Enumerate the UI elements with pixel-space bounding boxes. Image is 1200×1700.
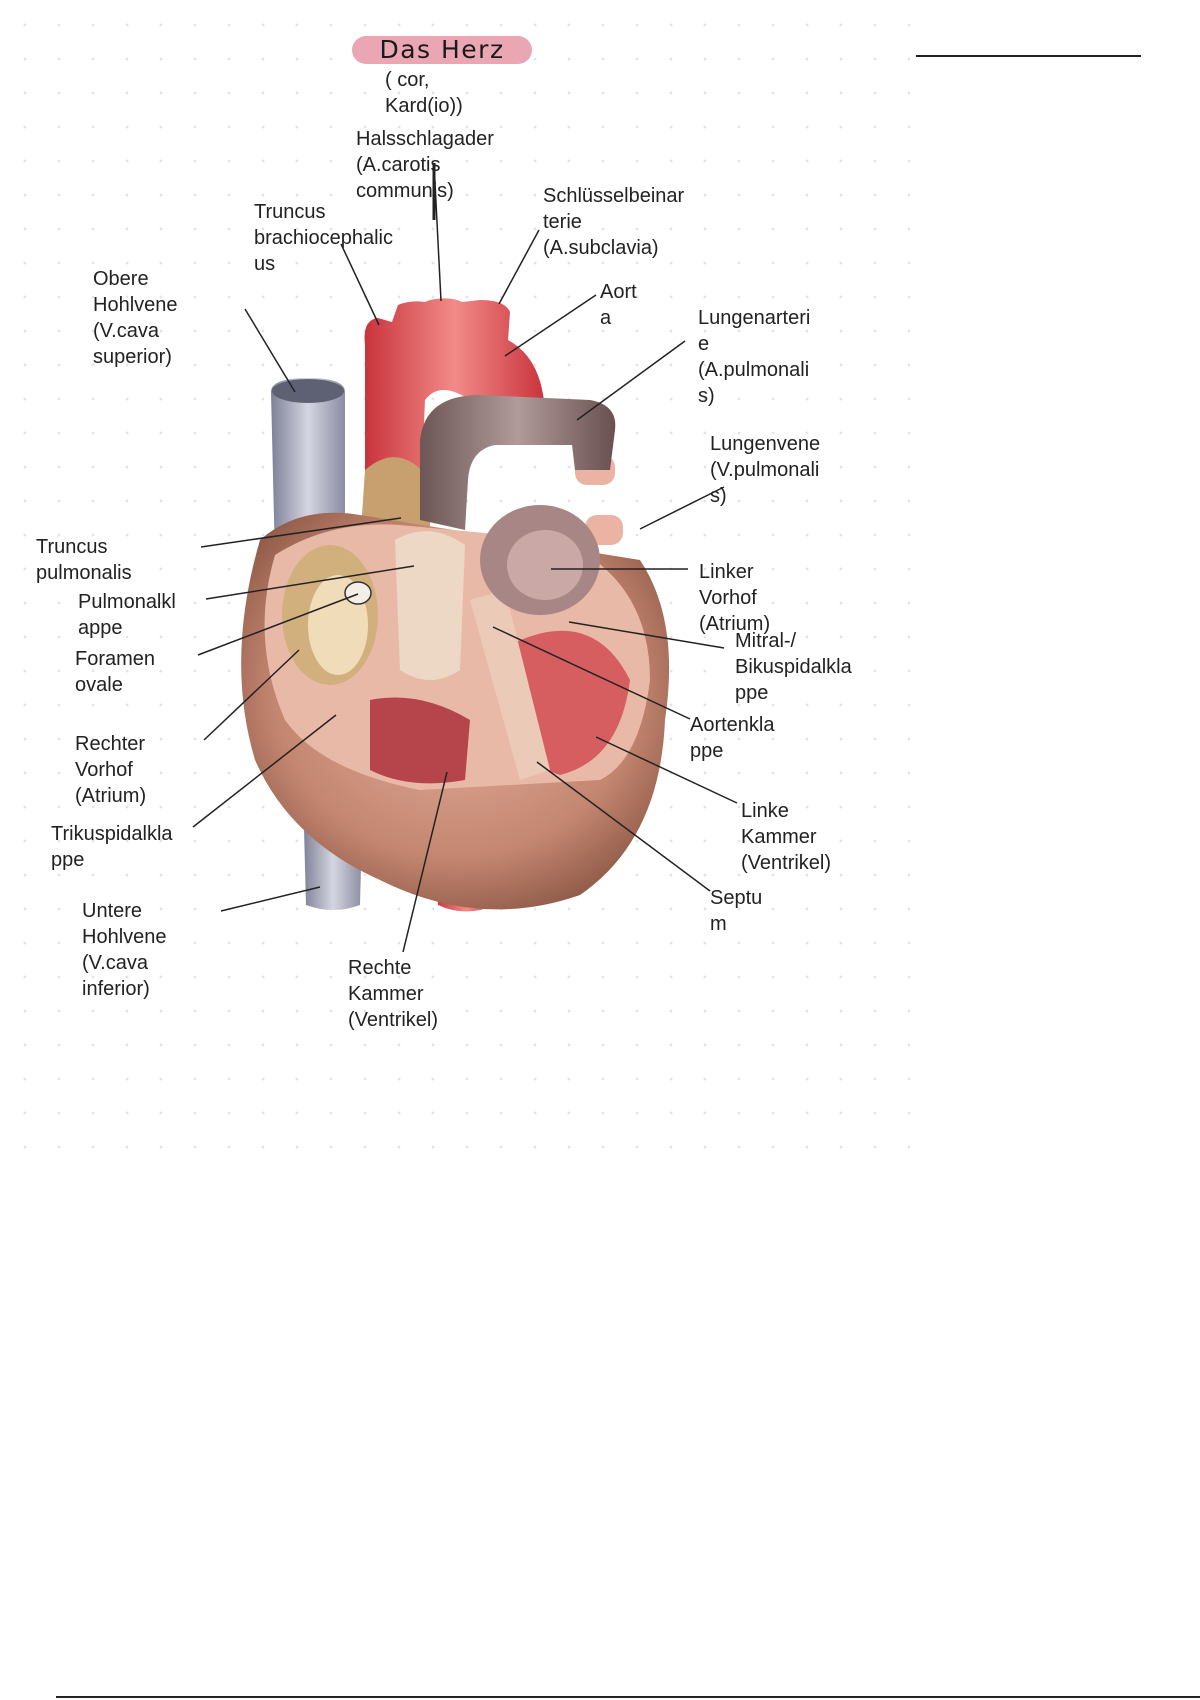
label-foramen-ovale: Foramen ovale: [75, 648, 156, 696]
page-title: Das Herz: [352, 36, 532, 64]
label-lungenarterie: Lungenarteri e (A.pulmonali s): [698, 307, 811, 407]
label-halsschlagader: Halsschlagader (A.carotis communis): [356, 128, 494, 202]
label-aortenklappe: Aortenkla ppe: [690, 714, 775, 762]
label-rechte-kammer: Rechte Kammer (Ventrikel): [348, 957, 439, 1031]
label-lungenvene: Lungenvene (V.pulmonali s): [710, 433, 821, 507]
pulmonary-artery: [420, 395, 616, 530]
label-trikuspidalklappe: Trikuspidalkla ppe: [51, 823, 173, 871]
label-aorta: Aort a: [600, 281, 637, 329]
septum: [470, 590, 550, 780]
subtitle-latin-names: ( cor, Kard(io)): [385, 69, 463, 117]
label-truncus-brachiocephalicus: Truncus brachiocephalic us: [254, 201, 393, 275]
leader-lines: [192, 162, 738, 953]
foramen-ovale-mark: [344, 581, 372, 605]
right-ventricle-chamber: [370, 697, 470, 784]
label-obere-hohlvene: Obere Hohlvene (V.cava superior): [93, 268, 178, 368]
header-rule: [916, 55, 1141, 57]
label-truncus-pulmonalis: Truncus pulmonalis: [36, 536, 132, 584]
footer-rule: [56, 1696, 1200, 1698]
label-rechter-vorhof: Rechter Vorhof (Atrium): [75, 733, 147, 807]
label-mitralklappe: Mitral-/ Bikuspidalkla ppe: [735, 630, 852, 704]
label-linker-vorhof: Linker Vorhof (Atrium): [699, 561, 771, 635]
label-pulmonalklappe: Pulmonalkl appe: [78, 591, 176, 639]
label-septum: Septu m: [710, 887, 763, 935]
label-linke-kammer: Linke Kammer (Ventrikel): [741, 800, 832, 874]
label-untere-hohlvene: Untere Hohlvene (V.cava inferior): [82, 900, 167, 1000]
label-schluesselbeinarterie: Schlüsselbeinar terie (A.subclavia): [543, 185, 685, 259]
